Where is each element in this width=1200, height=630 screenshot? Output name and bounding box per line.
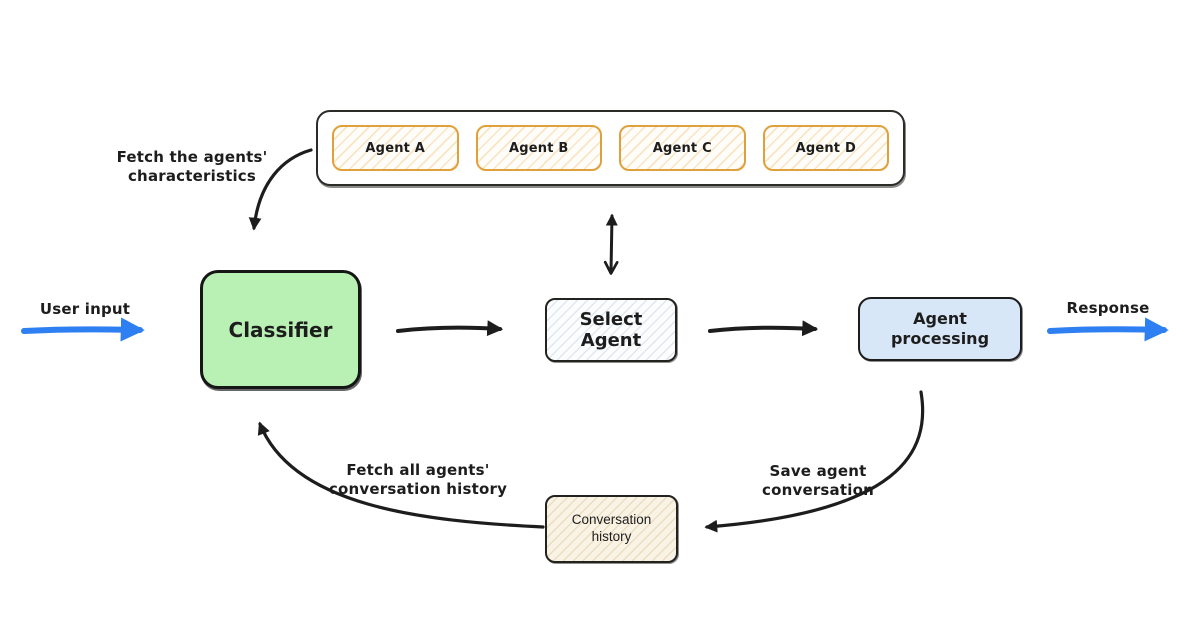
select-to-processing-arrow <box>708 320 819 337</box>
agents-pool-container: Agent A Agent B Agent C Agent D <box>316 110 905 186</box>
fetch-characteristics-label: Fetch the agents' characteristics <box>116 148 268 185</box>
response-arrow <box>1047 317 1169 342</box>
node-agent-processing: Agent processing <box>858 297 1022 361</box>
node-agent-b: Agent B <box>475 125 602 171</box>
save-conversation-arrow <box>704 390 925 533</box>
user-input-label: User input <box>39 300 131 318</box>
classifier-to-select-arrow <box>396 320 504 337</box>
agent-c-label: Agent C <box>652 140 712 156</box>
user-input-arrow <box>21 317 145 342</box>
node-agent-d: Agent D <box>762 125 889 171</box>
agent-d-label: Agent D <box>795 140 856 156</box>
classifier-label: Classifier <box>228 317 333 342</box>
agent-processing-label: Agent processing <box>890 309 990 348</box>
save-conversation-label: Save agent conversation <box>762 462 874 499</box>
node-conversation-history: Conversation history <box>545 495 678 563</box>
agent-b-label: Agent B <box>509 140 569 156</box>
node-agent-c: Agent C <box>619 125 746 171</box>
response-label: Response <box>1066 299 1150 317</box>
conversation-history-label: Conversation history <box>571 512 652 544</box>
node-select-agent: Select Agent <box>545 298 677 362</box>
agent-a-label: Agent A <box>365 140 426 156</box>
node-agent-a: Agent A <box>332 125 459 171</box>
select-agent-label: Select Agent <box>579 309 643 351</box>
fetch-all-history-label: Fetch all agents' conversation history <box>328 461 508 498</box>
pool-select-bidirectional-arrow <box>603 213 619 275</box>
node-classifier: Classifier <box>200 270 361 389</box>
